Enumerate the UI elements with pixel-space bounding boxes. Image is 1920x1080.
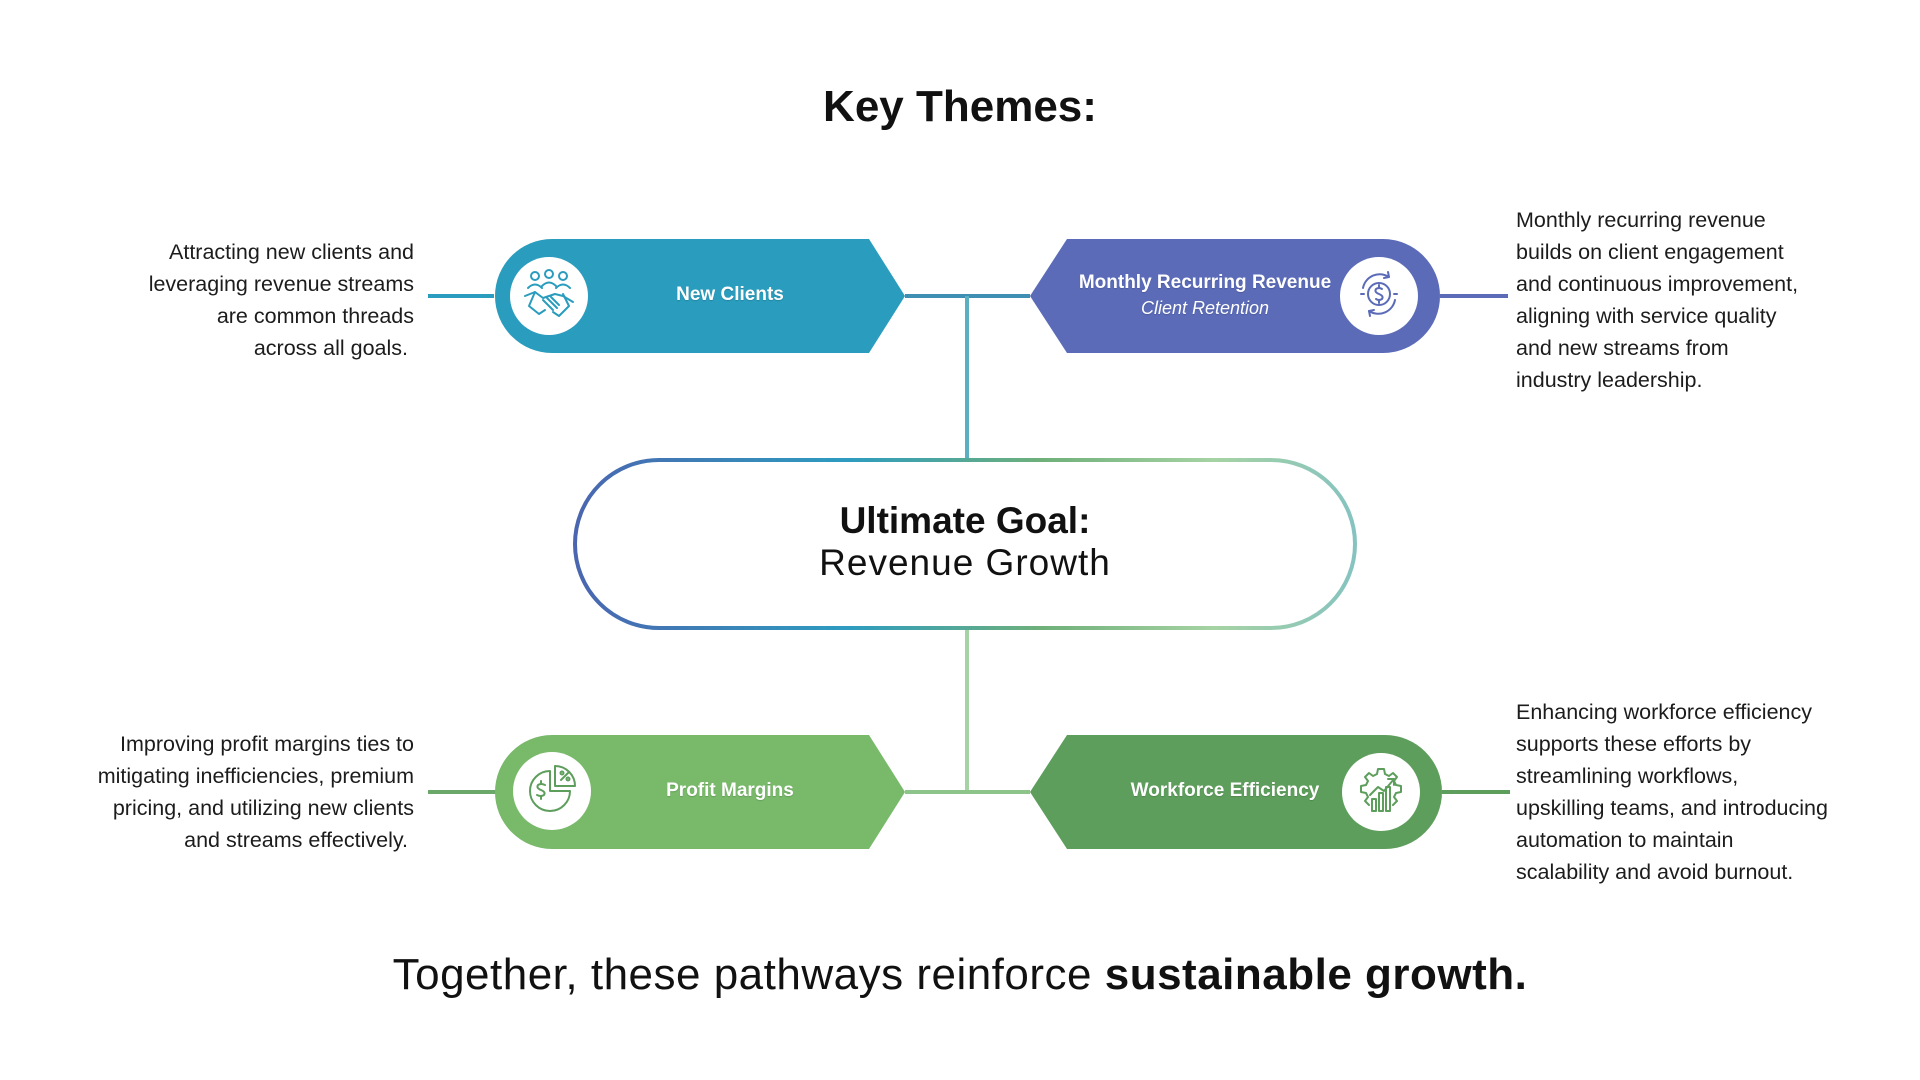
- description-line: aligning with service quality: [1516, 304, 1777, 328]
- description-line: Attracting new clients and: [169, 240, 414, 264]
- page-title: Key Themes:: [823, 82, 1097, 131]
- profit-margins-description: Improving profit margins ties to mitigat…: [98, 728, 414, 856]
- footer-normal-text: Together, these pathways reinforce: [392, 950, 1105, 999]
- workforce-label: Workforce Efficiency: [1130, 780, 1320, 801]
- mrr-pill: [1030, 239, 1440, 353]
- description-line: Improving profit margins ties to: [120, 732, 414, 756]
- goal-heading: Ultimate Goal:: [839, 500, 1091, 541]
- description-line: across all goals.: [253, 336, 408, 360]
- description-line: and continuous improvement,: [1516, 272, 1799, 296]
- description-line: Enhancing workforce efficiency: [1516, 700, 1812, 724]
- mrr-description: Monthly recurring revenue builds on clie…: [1516, 204, 1798, 396]
- mrr-sublabel: Client Retention: [1140, 298, 1270, 318]
- dollar-cycle-icon: [1351, 266, 1407, 327]
- description-line: industry leadership.: [1516, 368, 1703, 392]
- description-line: leveraging revenue streams: [148, 272, 414, 296]
- description-line: are common threads: [216, 304, 414, 328]
- profit-margins-icon-badge: [513, 752, 591, 830]
- new-clients-label: New Clients: [676, 284, 784, 305]
- description-line: scalability and avoid burnout.: [1516, 860, 1794, 884]
- profit-margins-label: Profit Margins: [666, 780, 794, 801]
- new-clients-description: Attracting new clients and leveraging re…: [149, 236, 414, 364]
- description-line: automation to maintain: [1516, 828, 1734, 852]
- pie-chart-dollar-icon: [524, 761, 580, 822]
- footer-statement: Together, these pathways reinforce susta…: [0, 950, 1920, 1000]
- description-line: builds on client engagement: [1516, 240, 1784, 264]
- profit-margins-pill: [495, 735, 905, 849]
- workforce-icon-badge: [1342, 753, 1420, 831]
- goal-subheading: Revenue Growth: [819, 542, 1111, 583]
- description-line: Monthly recurring revenue: [1516, 208, 1766, 232]
- mrr-title: Monthly Recurring Revenue: [1078, 272, 1332, 293]
- workforce-description: Enhancing workforce efficiency supports …: [1516, 696, 1828, 888]
- description-line: and new streams from: [1516, 336, 1729, 360]
- description-line: pricing, and utilizing new clients: [112, 796, 414, 820]
- goal-text: Ultimate Goal: Revenue Growth: [575, 500, 1355, 584]
- workforce-pill: [1030, 735, 1442, 849]
- footer-bold-text: sustainable growth.: [1104, 950, 1528, 999]
- description-line: upskilling teams, and introducing: [1516, 796, 1828, 820]
- new-clients-icon-badge: [510, 257, 588, 335]
- goal-capsule: [573, 458, 1357, 630]
- handshake-group-icon: [521, 266, 577, 327]
- new-clients-pill: [495, 239, 905, 353]
- mrr-icon-badge: [1340, 257, 1418, 335]
- description-line: mitigating inefficiencies, premium: [97, 764, 414, 788]
- mrr-label: Monthly Recurring Revenue Client Retenti…: [1070, 272, 1340, 319]
- description-line: and streams effectively.: [184, 828, 408, 852]
- description-line: supports these efforts by: [1516, 732, 1752, 756]
- description-line: streamlining workflows,: [1516, 764, 1739, 788]
- gear-growth-icon: [1352, 761, 1410, 824]
